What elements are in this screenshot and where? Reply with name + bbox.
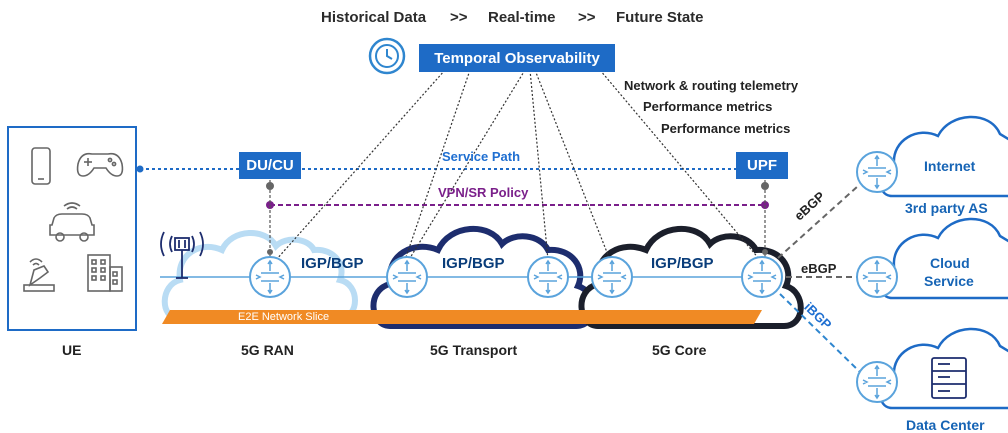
- ran-caption: 5G RAN: [241, 342, 294, 358]
- cloud-label-line1: Cloud: [930, 255, 970, 271]
- clock-icon: [368, 37, 406, 75]
- smartphone-icon: [31, 147, 51, 185]
- ducu-router-anchor: [267, 249, 273, 255]
- internet-cloud: [879, 115, 1008, 198]
- telemetry-lines: [275, 69, 761, 261]
- telemetry-label-2: Performance metrics: [643, 99, 773, 114]
- datacenter-label: Data Center: [906, 417, 985, 433]
- connected-car-icon: [49, 202, 95, 242]
- temporal-observability-box: Temporal Observability: [419, 44, 615, 72]
- slice-label: E2E Network Slice: [238, 311, 330, 323]
- router-data-center: [856, 361, 898, 403]
- service-path-start: [136, 165, 144, 173]
- header-future: Future State: [616, 9, 704, 26]
- igp-label-ran: IGP/BGP: [301, 255, 364, 272]
- service-path-label: Service Path: [442, 149, 521, 164]
- router-core-left: [591, 256, 633, 298]
- ue-box: [7, 126, 137, 331]
- header-realtime: Real-time: [488, 9, 556, 26]
- core-caption: 5G Core: [652, 342, 707, 358]
- antenna-icon: [160, 231, 204, 279]
- e2e-slice-band: [162, 310, 762, 324]
- ducu-box: DU/CU: [239, 152, 301, 179]
- ibgp-link-datacenter: [779, 293, 863, 375]
- header-sep-1: >>: [450, 9, 468, 26]
- ue-caption: UE: [62, 342, 82, 358]
- vpn-policy-label: VPN/SR Policy: [438, 185, 529, 200]
- ebgp-label-cloud: eBGP: [801, 261, 837, 276]
- building-icon: [87, 254, 123, 292]
- transport-caption: 5G Transport: [430, 342, 518, 358]
- router-transport-right: [527, 256, 569, 298]
- internet-label: Internet: [924, 158, 976, 174]
- cloud-label-line2: Service: [924, 273, 974, 289]
- upf-box: UPF: [736, 152, 788, 179]
- header-sep-2: >>: [578, 9, 596, 26]
- igp-label-core: IGP/BGP: [651, 255, 714, 272]
- telemetry-label-3: Performance metrics: [661, 121, 791, 136]
- router-cloud-service: [856, 256, 898, 298]
- header-historical: Historical Data: [321, 9, 427, 26]
- server-icon: [931, 357, 967, 399]
- igp-label-transport: IGP/BGP: [442, 255, 505, 272]
- router-core-right: [741, 256, 783, 298]
- router-ran: [249, 256, 291, 298]
- upf-anchor: [761, 182, 769, 190]
- gamepad-icon: [76, 152, 124, 177]
- ebgp-link-internet: [777, 185, 859, 259]
- router-internet: [856, 151, 898, 193]
- telemetry-label-1: Network & routing telemetry: [624, 78, 799, 93]
- upf-router-anchor: [762, 249, 768, 255]
- ducu-anchor: [266, 182, 274, 190]
- third-party-label: 3rd party AS: [905, 200, 988, 216]
- router-transport-left: [386, 256, 428, 298]
- remote-surgery-icon: [23, 258, 55, 292]
